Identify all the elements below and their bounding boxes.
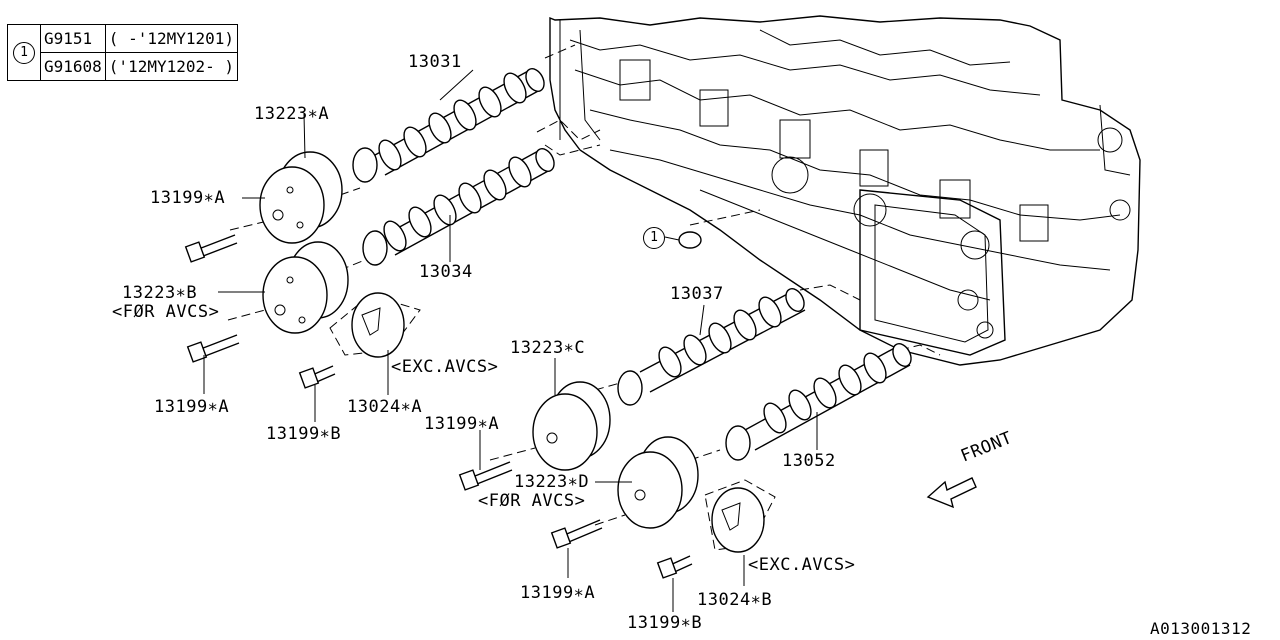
label-13052: 13052 xyxy=(782,451,836,471)
label-13199a-4: 13199∗A xyxy=(520,583,596,603)
label-13024b: 13024∗B xyxy=(697,590,773,610)
o-ring xyxy=(678,231,702,249)
sprocket-13024a xyxy=(351,292,405,358)
sprocket-13223a xyxy=(259,151,343,244)
legend-range-2: ('12MY1202- ) xyxy=(104,52,239,81)
sprocket-13024b xyxy=(711,487,765,553)
label-13199a-3: 13199∗A xyxy=(424,414,500,434)
sprocket-13223b xyxy=(262,241,349,334)
legend-code-2: G91608 xyxy=(40,52,106,81)
camshaft-13052 xyxy=(725,343,912,461)
legend-marker-circle: 1 xyxy=(13,42,35,64)
label-exc-avcs-2: <EXC.AVCS> xyxy=(748,555,856,575)
label-13024a: 13024∗A xyxy=(347,397,423,417)
label-13223c: 13223∗C xyxy=(510,338,586,358)
camshaft-13034 xyxy=(362,148,555,266)
label-13199b-2: 13199∗B xyxy=(627,613,703,633)
leader-lines xyxy=(203,69,818,612)
diagram-id: A013001312 xyxy=(1150,619,1252,638)
legend-range-1: ( -'12MY1201) xyxy=(104,24,239,53)
label-13223b: 13223∗B xyxy=(122,283,198,303)
label-exc-avcs-1: <EXC.AVCS> xyxy=(391,357,499,377)
camshaft-13031 xyxy=(352,68,545,183)
callout-marker-1: 1 xyxy=(643,227,665,249)
label-for-avcs-2: <FØR AVCS> xyxy=(478,491,586,511)
label-13037: 13037 xyxy=(670,284,724,304)
bolts xyxy=(184,234,693,579)
label-13031: 13031 xyxy=(408,52,462,72)
label-13034: 13034 xyxy=(419,262,473,282)
legend-table: 1 G9151 ( -'12MY1201) G91608 ('12MY1202-… xyxy=(7,24,239,81)
label-13223d: 13223∗D xyxy=(514,472,590,492)
legend-marker: 1 xyxy=(7,24,41,81)
label-13199b-1: 13199∗B xyxy=(266,424,342,444)
label-13223a: 13223∗A xyxy=(254,104,330,124)
camshaft-13037 xyxy=(617,288,806,406)
sprocket-13223d xyxy=(617,436,699,529)
label-13199a-1: 13199∗A xyxy=(150,188,226,208)
front-arrow-icon xyxy=(926,477,977,509)
legend-code-1: G9151 xyxy=(40,24,106,53)
sprocket-13223c xyxy=(532,381,611,471)
label-for-avcs-1: <FØR AVCS> xyxy=(112,302,220,322)
label-13199a-2: 13199∗A xyxy=(154,397,230,417)
cylinder-head-block xyxy=(549,15,1141,366)
